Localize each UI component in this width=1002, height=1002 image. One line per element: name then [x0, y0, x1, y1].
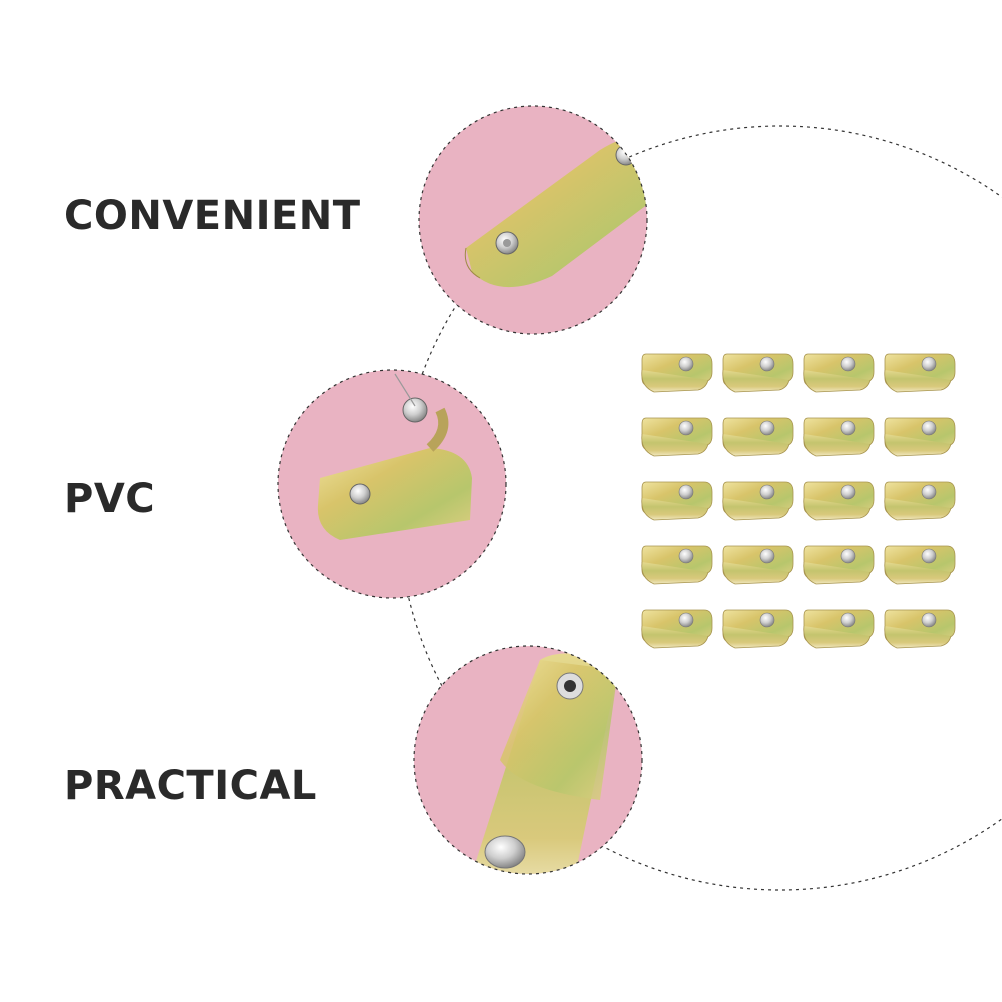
clip-product-item — [722, 353, 794, 393]
clip-product-item — [884, 545, 956, 585]
clip-product-item — [884, 609, 956, 649]
clip-product-item — [803, 481, 875, 521]
clip-product-item — [884, 417, 956, 457]
clip-product-item — [722, 417, 794, 457]
clip-product-item — [884, 353, 956, 393]
clip-product-item — [641, 353, 713, 393]
feature-label-practical: PRACTICAL — [64, 763, 317, 809]
clip-product-item — [722, 609, 794, 649]
clip-product-item — [803, 417, 875, 457]
clip-product-item — [641, 609, 713, 649]
clip-product-item — [722, 545, 794, 585]
clip-product-item — [641, 481, 713, 521]
clip-product-item — [884, 481, 956, 521]
closeup-circle-pvc — [277, 369, 507, 599]
clip-product-item — [803, 609, 875, 649]
clip-product-item — [803, 545, 875, 585]
clip-product-item — [641, 417, 713, 457]
feature-label-convenient: CONVENIENT — [64, 193, 361, 239]
clip-product-item — [722, 481, 794, 521]
clip-product-item — [803, 353, 875, 393]
closeup-circle-convenient — [418, 105, 648, 335]
closeup-circle-practical — [413, 645, 643, 875]
clip-product-item — [641, 545, 713, 585]
feature-label-pvc: PVC — [64, 476, 156, 522]
product-grid — [641, 353, 956, 649]
